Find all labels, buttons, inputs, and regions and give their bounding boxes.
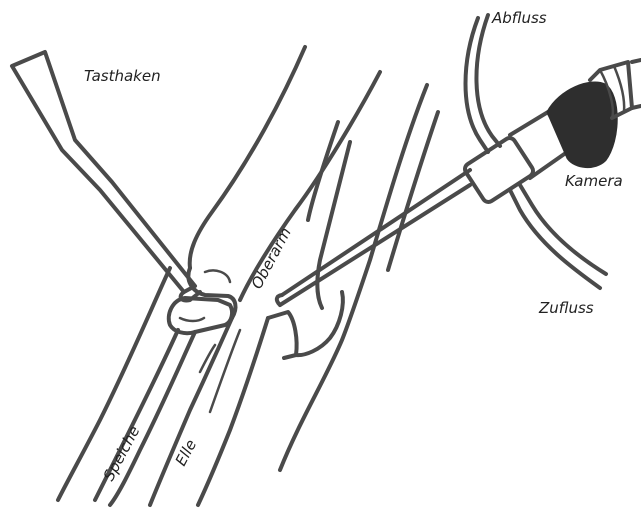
- camera-grip: [548, 83, 616, 167]
- label-oberarm: Oberarm: [248, 225, 295, 292]
- label-kamera: Kamera: [565, 172, 623, 190]
- label-tasthaken: Tasthaken: [84, 67, 161, 85]
- radius-bone: [58, 268, 232, 505]
- arm-contour-right: [280, 85, 438, 470]
- humerus-bone: [188, 47, 380, 318]
- label-zufluss: Zufluss: [538, 299, 594, 317]
- probe-instrument: [12, 52, 200, 300]
- label-abfluss: Abfluss: [491, 9, 547, 27]
- outflow-tube: [466, 15, 501, 152]
- inflow-tube: [510, 185, 606, 288]
